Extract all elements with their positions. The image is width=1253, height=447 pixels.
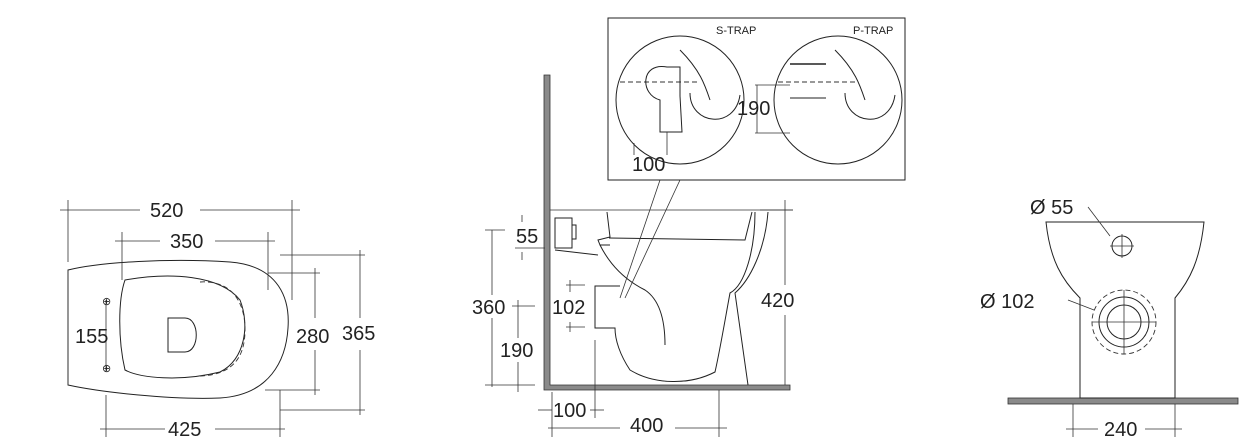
dim-350: 350 <box>170 231 203 253</box>
top-view: ⊕ ⊕ 520 350 155 280 365 425 <box>60 200 375 441</box>
dim-102: 102 <box>552 297 585 319</box>
p-trap-detail <box>773 35 903 165</box>
s-trap-detail <box>615 35 745 165</box>
dim-inset-100: 100 <box>632 154 665 176</box>
dim-diameter-55: Ø 55 <box>1030 197 1073 219</box>
dim-55: 55 <box>516 226 538 248</box>
floor <box>1007 397 1239 405</box>
dim-240: 240 <box>1104 419 1137 441</box>
front-outline <box>1045 221 1205 399</box>
side-view: 55 360 190 102 420 100 400 <box>472 74 794 437</box>
s-trap-label: S-TRAP <box>716 25 756 37</box>
fixing-hole-icon: ⊕ <box>102 296 111 308</box>
dim-155: 155 <box>75 326 108 348</box>
trap-detail-inset: S-TRAP P-TRAP 190 100 <box>607 17 906 181</box>
dim-100: 100 <box>553 400 586 422</box>
dim-inset-190: 190 <box>737 98 770 120</box>
dim-365: 365 <box>342 323 375 345</box>
fixing-hole-icon: ⊕ <box>102 363 111 375</box>
dim-400: 400 <box>630 415 663 437</box>
dim-360: 360 <box>472 297 505 319</box>
seat-outline <box>119 275 246 379</box>
dim-280: 280 <box>296 326 329 348</box>
dim-190: 190 <box>500 340 533 362</box>
dim-diameter-102: Ø 102 <box>980 291 1034 313</box>
bowl-opening <box>167 317 197 353</box>
p-trap-label: P-TRAP <box>853 25 893 37</box>
dim-520: 520 <box>150 200 183 222</box>
bowl-outline <box>67 259 289 399</box>
dim-420: 420 <box>761 290 794 312</box>
dim-425: 425 <box>168 419 201 441</box>
wall-floor <box>543 74 791 391</box>
front-view: Ø 55 Ø 102 240 <box>980 197 1239 441</box>
